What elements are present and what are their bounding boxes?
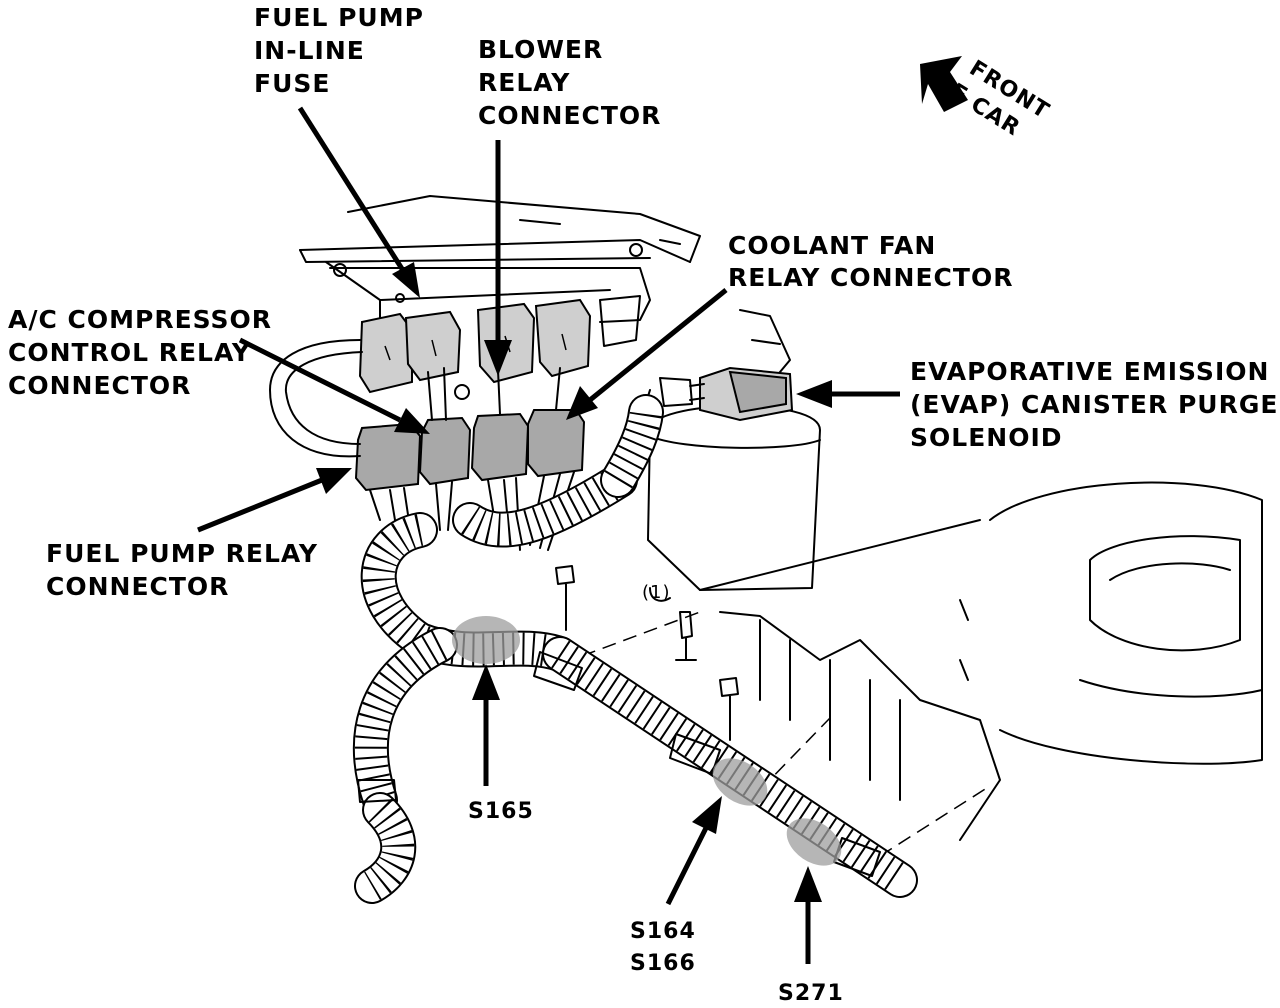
s271-label: S271 bbox=[778, 981, 844, 1006]
evap-canister bbox=[647, 309, 821, 591]
leader-arrows bbox=[197, 106, 900, 964]
labels: FUEL PUMP IN-LINE FUSE BLOWER RELAY CONN… bbox=[8, 3, 1278, 1006]
fuel-pump-relay-connector bbox=[354, 422, 422, 492]
front-of-car-indicator: FRONT OF CAR bbox=[920, 56, 1054, 141]
upper-relay-row bbox=[358, 295, 641, 394]
fuel-pump-relay-label-1: FUEL PUMP RELAY bbox=[46, 539, 318, 568]
ac-compressor-relay-connector bbox=[418, 416, 472, 486]
callout-1-label: (1) bbox=[642, 582, 671, 603]
splice-s271-shade bbox=[786, 818, 842, 866]
left-wire-loop bbox=[269, 339, 361, 458]
fuel-pump-inline-fuse-label-2: IN-LINE bbox=[254, 36, 365, 65]
blower-relay-connector-label-1: BLOWER bbox=[478, 35, 603, 64]
fuel-pump-inline-fuse-label-1: FUEL PUMP bbox=[254, 3, 424, 32]
coolant-fan-relay-connector bbox=[527, 409, 586, 478]
evap-label-1: EVAPORATIVE EMISSION bbox=[910, 357, 1269, 386]
blower-relay-connector bbox=[470, 412, 530, 482]
splice-s164-s166-shade bbox=[712, 758, 768, 806]
evap-label-3: SOLENOID bbox=[910, 423, 1063, 452]
relay-bracket-panel bbox=[299, 195, 701, 400]
blower-relay-connector-label-2: RELAY bbox=[478, 68, 570, 97]
wiring-harness bbox=[352, 394, 918, 904]
ac-compressor-label-2: CONTROL RELAY bbox=[8, 338, 251, 367]
s165-label: S165 bbox=[468, 799, 534, 824]
fuel-pump-inline-fuse-label-3: FUSE bbox=[254, 69, 330, 98]
ac-compressor-label-3: CONNECTOR bbox=[8, 371, 191, 400]
s166-label: S166 bbox=[630, 951, 696, 976]
engine-area bbox=[581, 481, 1263, 857]
coolant-fan-relay-connector-label-1: COOLANT FAN bbox=[728, 231, 936, 260]
splice-s165-shade bbox=[452, 616, 520, 664]
evap-label-2: (EVAP) CANISTER PURGE bbox=[910, 390, 1278, 419]
fuel-pump-relay-label-2: CONNECTOR bbox=[46, 572, 229, 601]
ac-compressor-label-1: A/C COMPRESSOR bbox=[8, 305, 272, 334]
mounting-bolts bbox=[555, 565, 739, 741]
s164-label: S164 bbox=[630, 919, 696, 944]
front-arrow-icon bbox=[920, 56, 968, 112]
coolant-fan-relay-connector-label-2: RELAY CONNECTOR bbox=[728, 263, 1013, 292]
blower-relay-connector-label-3: CONNECTOR bbox=[478, 101, 661, 130]
